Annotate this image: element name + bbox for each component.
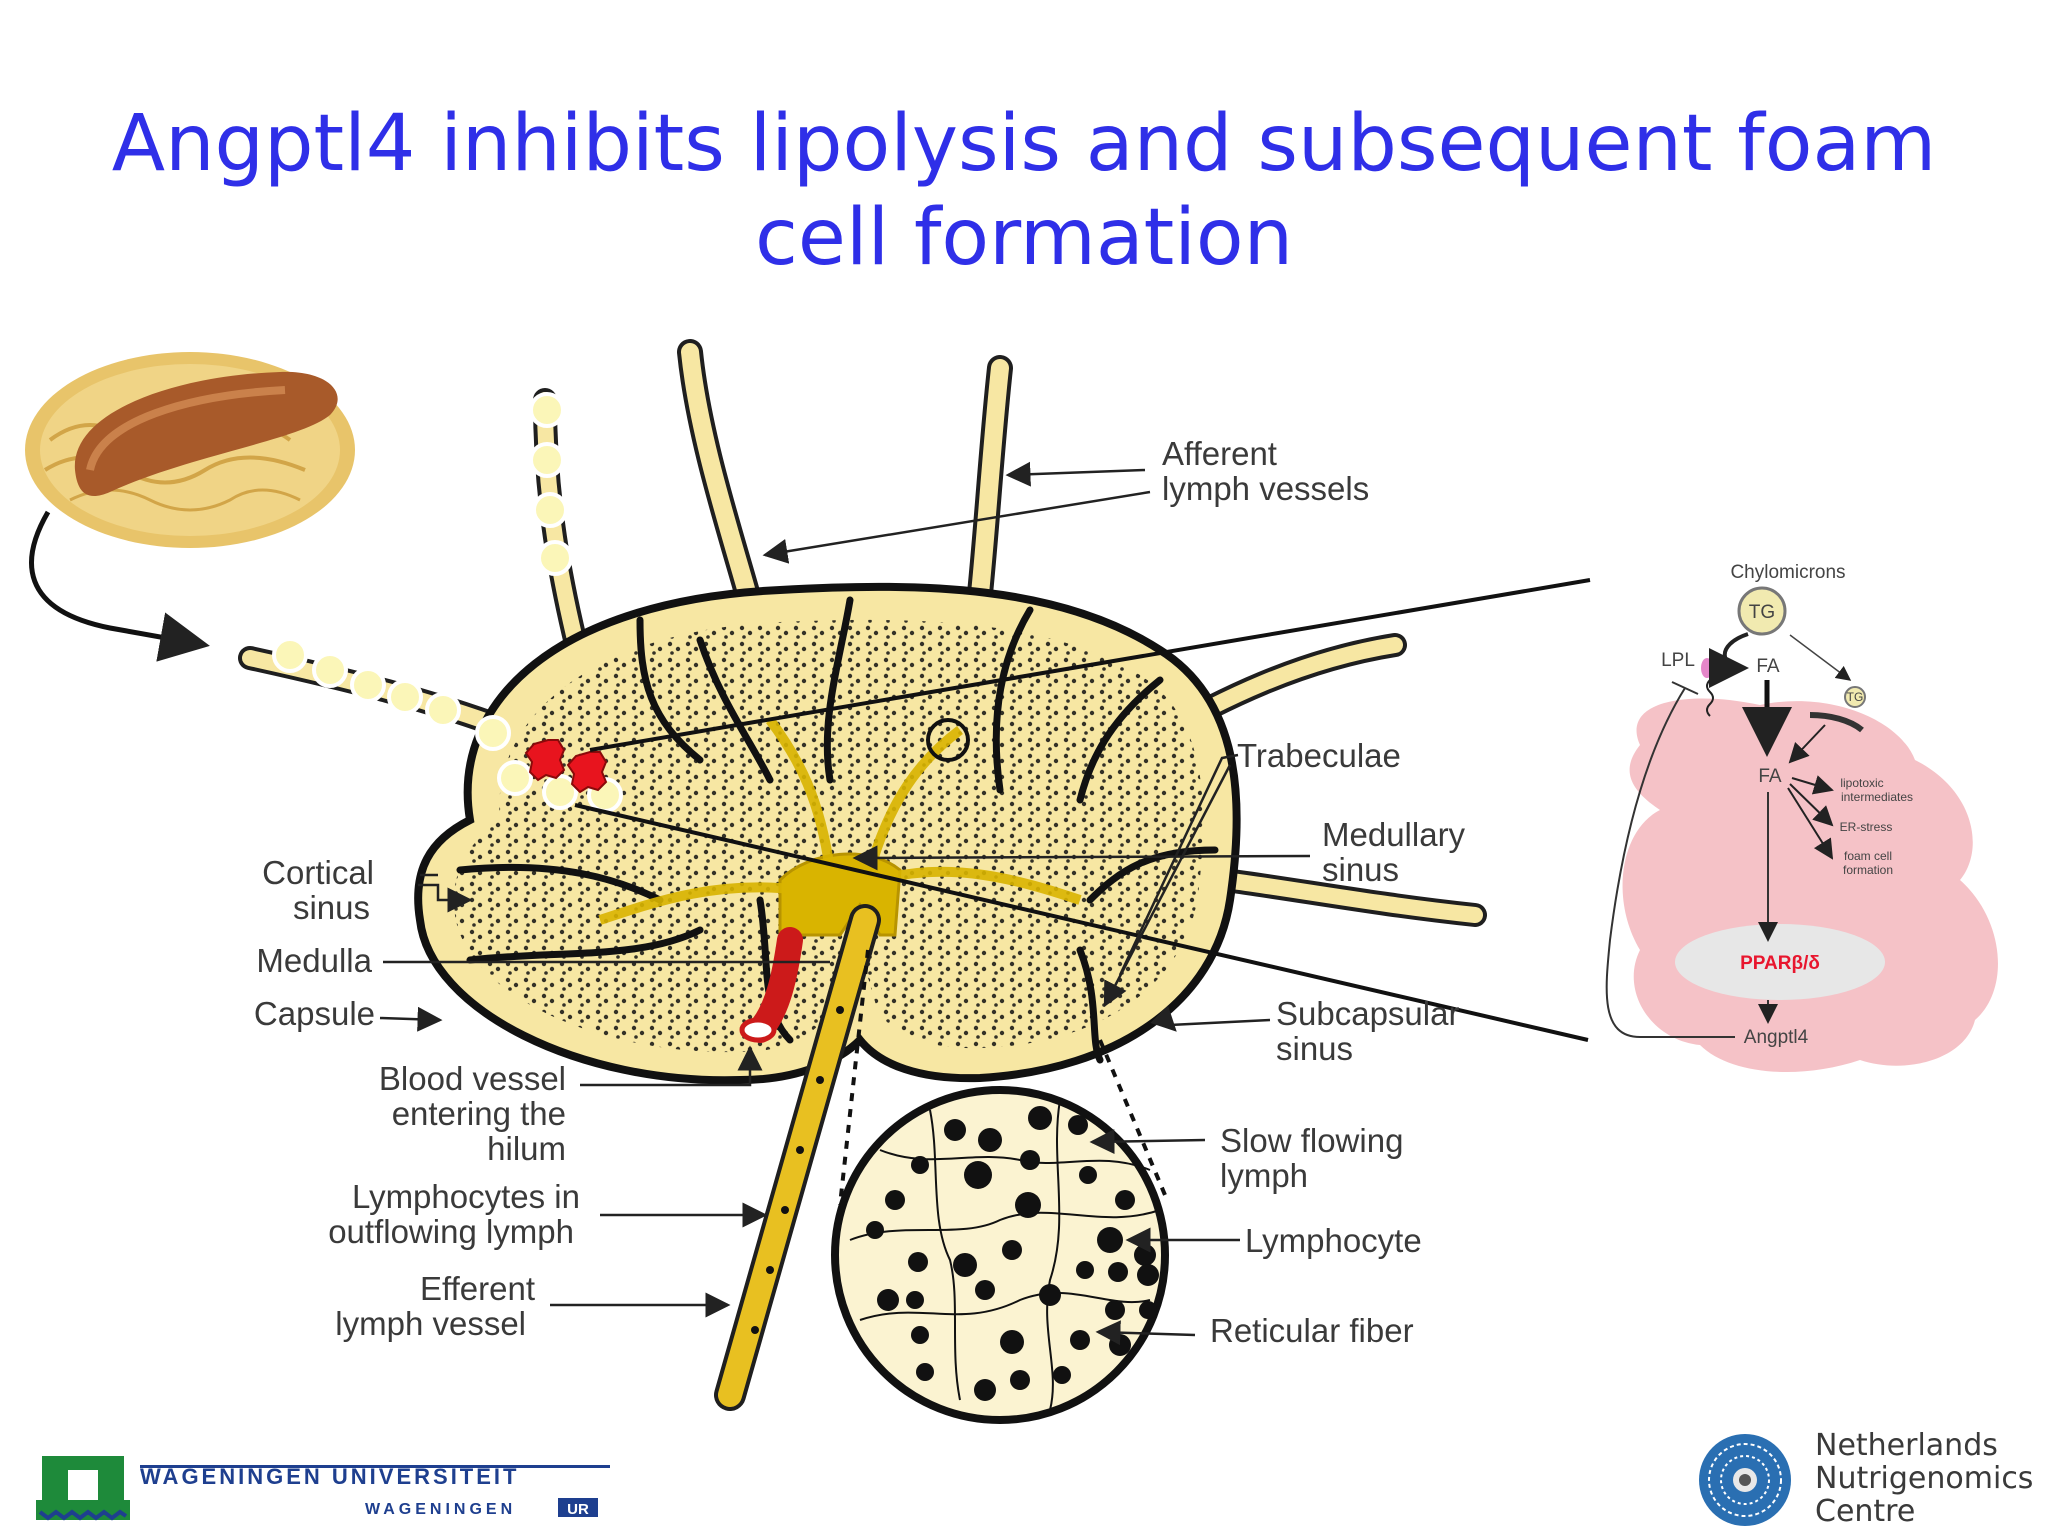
label-medullary-1: Medullary [1322, 816, 1466, 853]
pathway-lipotoxic-2: intermediates [1841, 790, 1913, 804]
foam-cells [524, 739, 608, 794]
connector-line-bottom [574, 803, 1589, 1042]
label-blood-2: entering the [392, 1095, 566, 1132]
label-cortical-2: sinus [293, 889, 370, 926]
nnc-logo: Netherlands Nutrigenomics Centre [1699, 1428, 2033, 1529]
label-afferent-2: lymph vessels [1162, 470, 1369, 507]
wur-line-2: WAGENINGEN [365, 1501, 516, 1518]
label-slow-1: Slow flowing [1220, 1122, 1403, 1159]
nnc-line-1: Netherlands [1815, 1428, 1998, 1463]
nnc-line-3: Centre [1815, 1494, 1915, 1529]
label-blood-1: Blood vessel [379, 1060, 566, 1097]
label-capsule: Capsule [254, 995, 375, 1032]
label-lymphocytes-out-1: Lymphocytes in [352, 1178, 580, 1215]
pathway-tg-small: TG [1847, 690, 1864, 704]
sausage-sauerkraut-image [25, 352, 355, 548]
wageningen-logo: WAGENINGEN UNIVERSITEIT WAGENINGEN UR [36, 1456, 610, 1521]
label-medulla: Medulla [256, 942, 372, 979]
pathway-lipotoxic-1: lipotoxic [1840, 776, 1883, 790]
pathway-chylomicrons: Chylomicrons [1730, 562, 1845, 583]
slide-title-line-2: cell formation [754, 193, 1294, 283]
connector-line-top [589, 578, 1591, 752]
nnc-line-2: Nutrigenomics [1815, 1461, 2033, 1496]
wur-line-1: WAGENINGEN UNIVERSITEIT [140, 1464, 519, 1489]
label-afferent-1: Afferent [1162, 435, 1277, 472]
sausage-arrow [29, 510, 210, 662]
magnified-lymph-view [831, 1086, 1169, 1424]
pathway-angptl4: Angptl4 [1744, 1027, 1809, 1048]
label-trabeculae: Trabeculae [1237, 737, 1401, 774]
pathway-tg: TG [1749, 602, 1775, 623]
pathway-er-stress: ER-stress [1840, 820, 1893, 834]
label-efferent-2: lymph vessel [335, 1305, 526, 1342]
label-blood-3: hilum [487, 1130, 566, 1167]
label-lymphocytes-out-2: outflowing lymph [328, 1213, 574, 1250]
wur-ur-badge: UR [567, 1501, 589, 1518]
label-subcapsular-1: Subcapsular [1276, 995, 1459, 1032]
efferent-lymph-vessel [714, 904, 881, 1411]
angptl4-pathway: Chylomicrons TG LPL FA TG FA lipotoxic i… [1605, 562, 1998, 1072]
pathway-lpl: LPL [1661, 650, 1695, 671]
label-cortical-1: Cortical [262, 854, 374, 891]
label-lymphocyte: Lymphocyte [1245, 1222, 1422, 1259]
label-medullary-2: sinus [1322, 851, 1399, 888]
label-efferent-1: Efferent [420, 1270, 535, 1307]
pathway-fa-inner: FA [1758, 766, 1782, 787]
label-subcapsular-2: sinus [1276, 1030, 1353, 1067]
slide-title-line-1: Angptl4 inhibits lipolysis and subsequen… [111, 99, 1937, 189]
label-slow-2: lymph [1220, 1157, 1308, 1194]
pathway-foam-1: foam cell [1844, 849, 1892, 863]
pathway-fa: FA [1756, 656, 1780, 677]
pathway-ppar: PPARβ/δ [1740, 953, 1820, 974]
label-reticular-fiber: Reticular fiber [1210, 1312, 1414, 1349]
pathway-foam-2: formation [1843, 863, 1893, 877]
